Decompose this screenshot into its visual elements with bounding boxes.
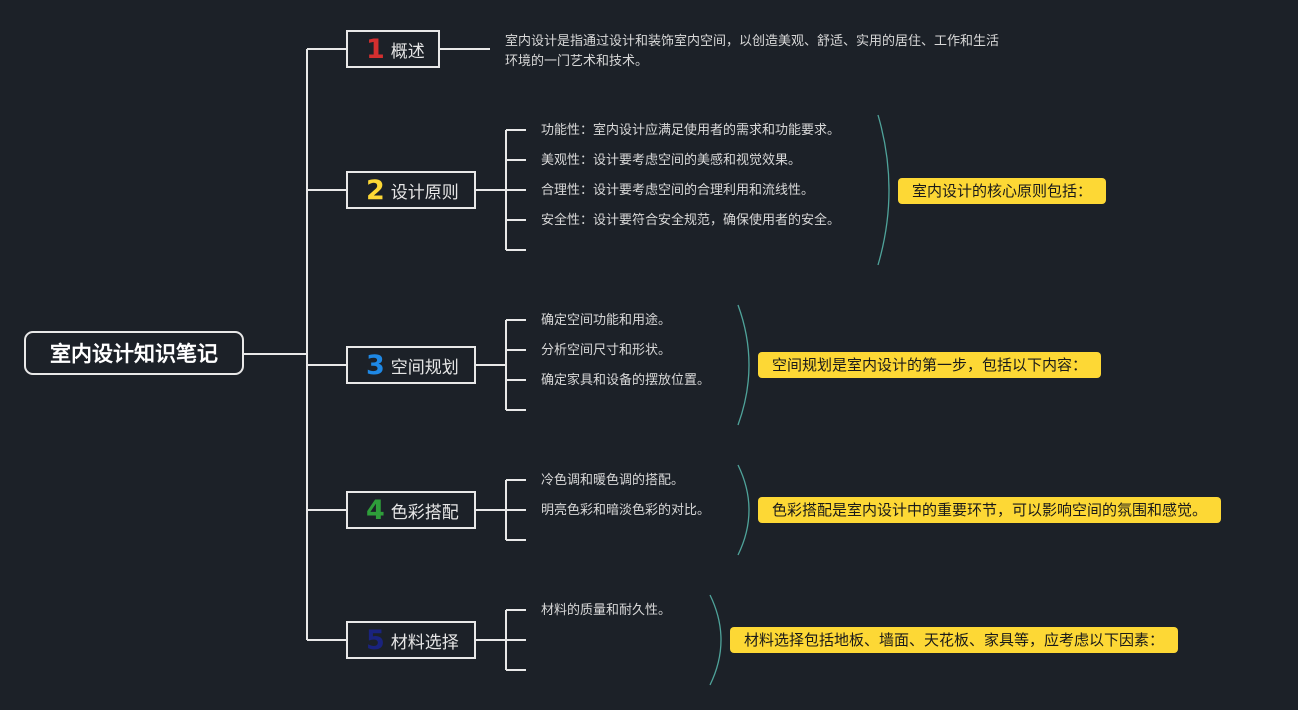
leaf-item: 美观性：设计要考虑空间的美感和视觉效果。 <box>541 153 802 168</box>
root-node[interactable]: 室内设计知识笔记 <box>24 331 244 375</box>
leaf-item: 确定空间功能和用途。 <box>541 313 672 328</box>
branch-number: 3 <box>366 349 385 381</box>
summary-tag: 空间规划是室内设计的第一步，包括以下内容： <box>758 352 1102 378</box>
summary-brace <box>877 114 890 266</box>
leaf-item: 分析空间尺寸和形状。 <box>541 343 672 358</box>
branch-overview[interactable]: 1 概述 <box>346 30 440 68</box>
branch-design-principles[interactable]: 2 设计原则 <box>346 171 476 209</box>
summary-tag: 色彩搭配是室内设计中的重要环节，可以影响空间的氛围和感觉。 <box>758 497 1222 523</box>
overview-text: 室内设计是指通过设计和装饰室内空间，以创造美观、舒适、实用的居住、工作和生活环境… <box>505 34 1000 69</box>
branch-label: 材料选择 <box>390 632 459 653</box>
branch-label: 空间规划 <box>390 357 459 378</box>
leaf-item: 安全性：设计要符合安全规范，确保使用者的安全。 <box>541 213 841 228</box>
branch-number: 5 <box>366 624 385 656</box>
summary-tag: 材料选择包括地板、墙面、天花板、家具等，应考虑以下因素： <box>730 627 1179 653</box>
leaf-item: 明亮色彩和暗淡色彩的对比。 <box>541 503 711 518</box>
branch-number: 1 <box>366 33 385 65</box>
branch-space-planning[interactable]: 3 空间规划 <box>346 346 476 384</box>
leaf-item: 冷色调和暖色调的搭配。 <box>541 473 685 488</box>
branch-material-selection[interactable]: 5 材料选择 <box>346 621 476 659</box>
leaf-item: 确定家具和设备的摆放位置。 <box>541 373 711 388</box>
leaf-item: 功能性：室内设计应满足使用者的需求和功能要求。 <box>541 123 841 138</box>
branch-label: 色彩搭配 <box>390 502 459 523</box>
summary-brace <box>737 304 750 426</box>
summary-brace <box>737 464 750 556</box>
summary-tag: 室内设计的核心原则包括： <box>898 178 1107 204</box>
leaf-item: 合理性：设计要考虑空间的合理利用和流线性。 <box>541 183 815 198</box>
root-title: 室内设计知识笔记 <box>50 342 218 366</box>
branch-label: 概述 <box>390 41 425 62</box>
branch-label: 设计原则 <box>390 182 459 203</box>
branch-number: 4 <box>366 494 385 526</box>
summary-brace <box>709 594 722 686</box>
branch-color-matching[interactable]: 4 色彩搭配 <box>346 491 476 529</box>
leaf-item: 材料的质量和耐久性。 <box>541 603 672 618</box>
branch-number: 2 <box>366 174 385 206</box>
